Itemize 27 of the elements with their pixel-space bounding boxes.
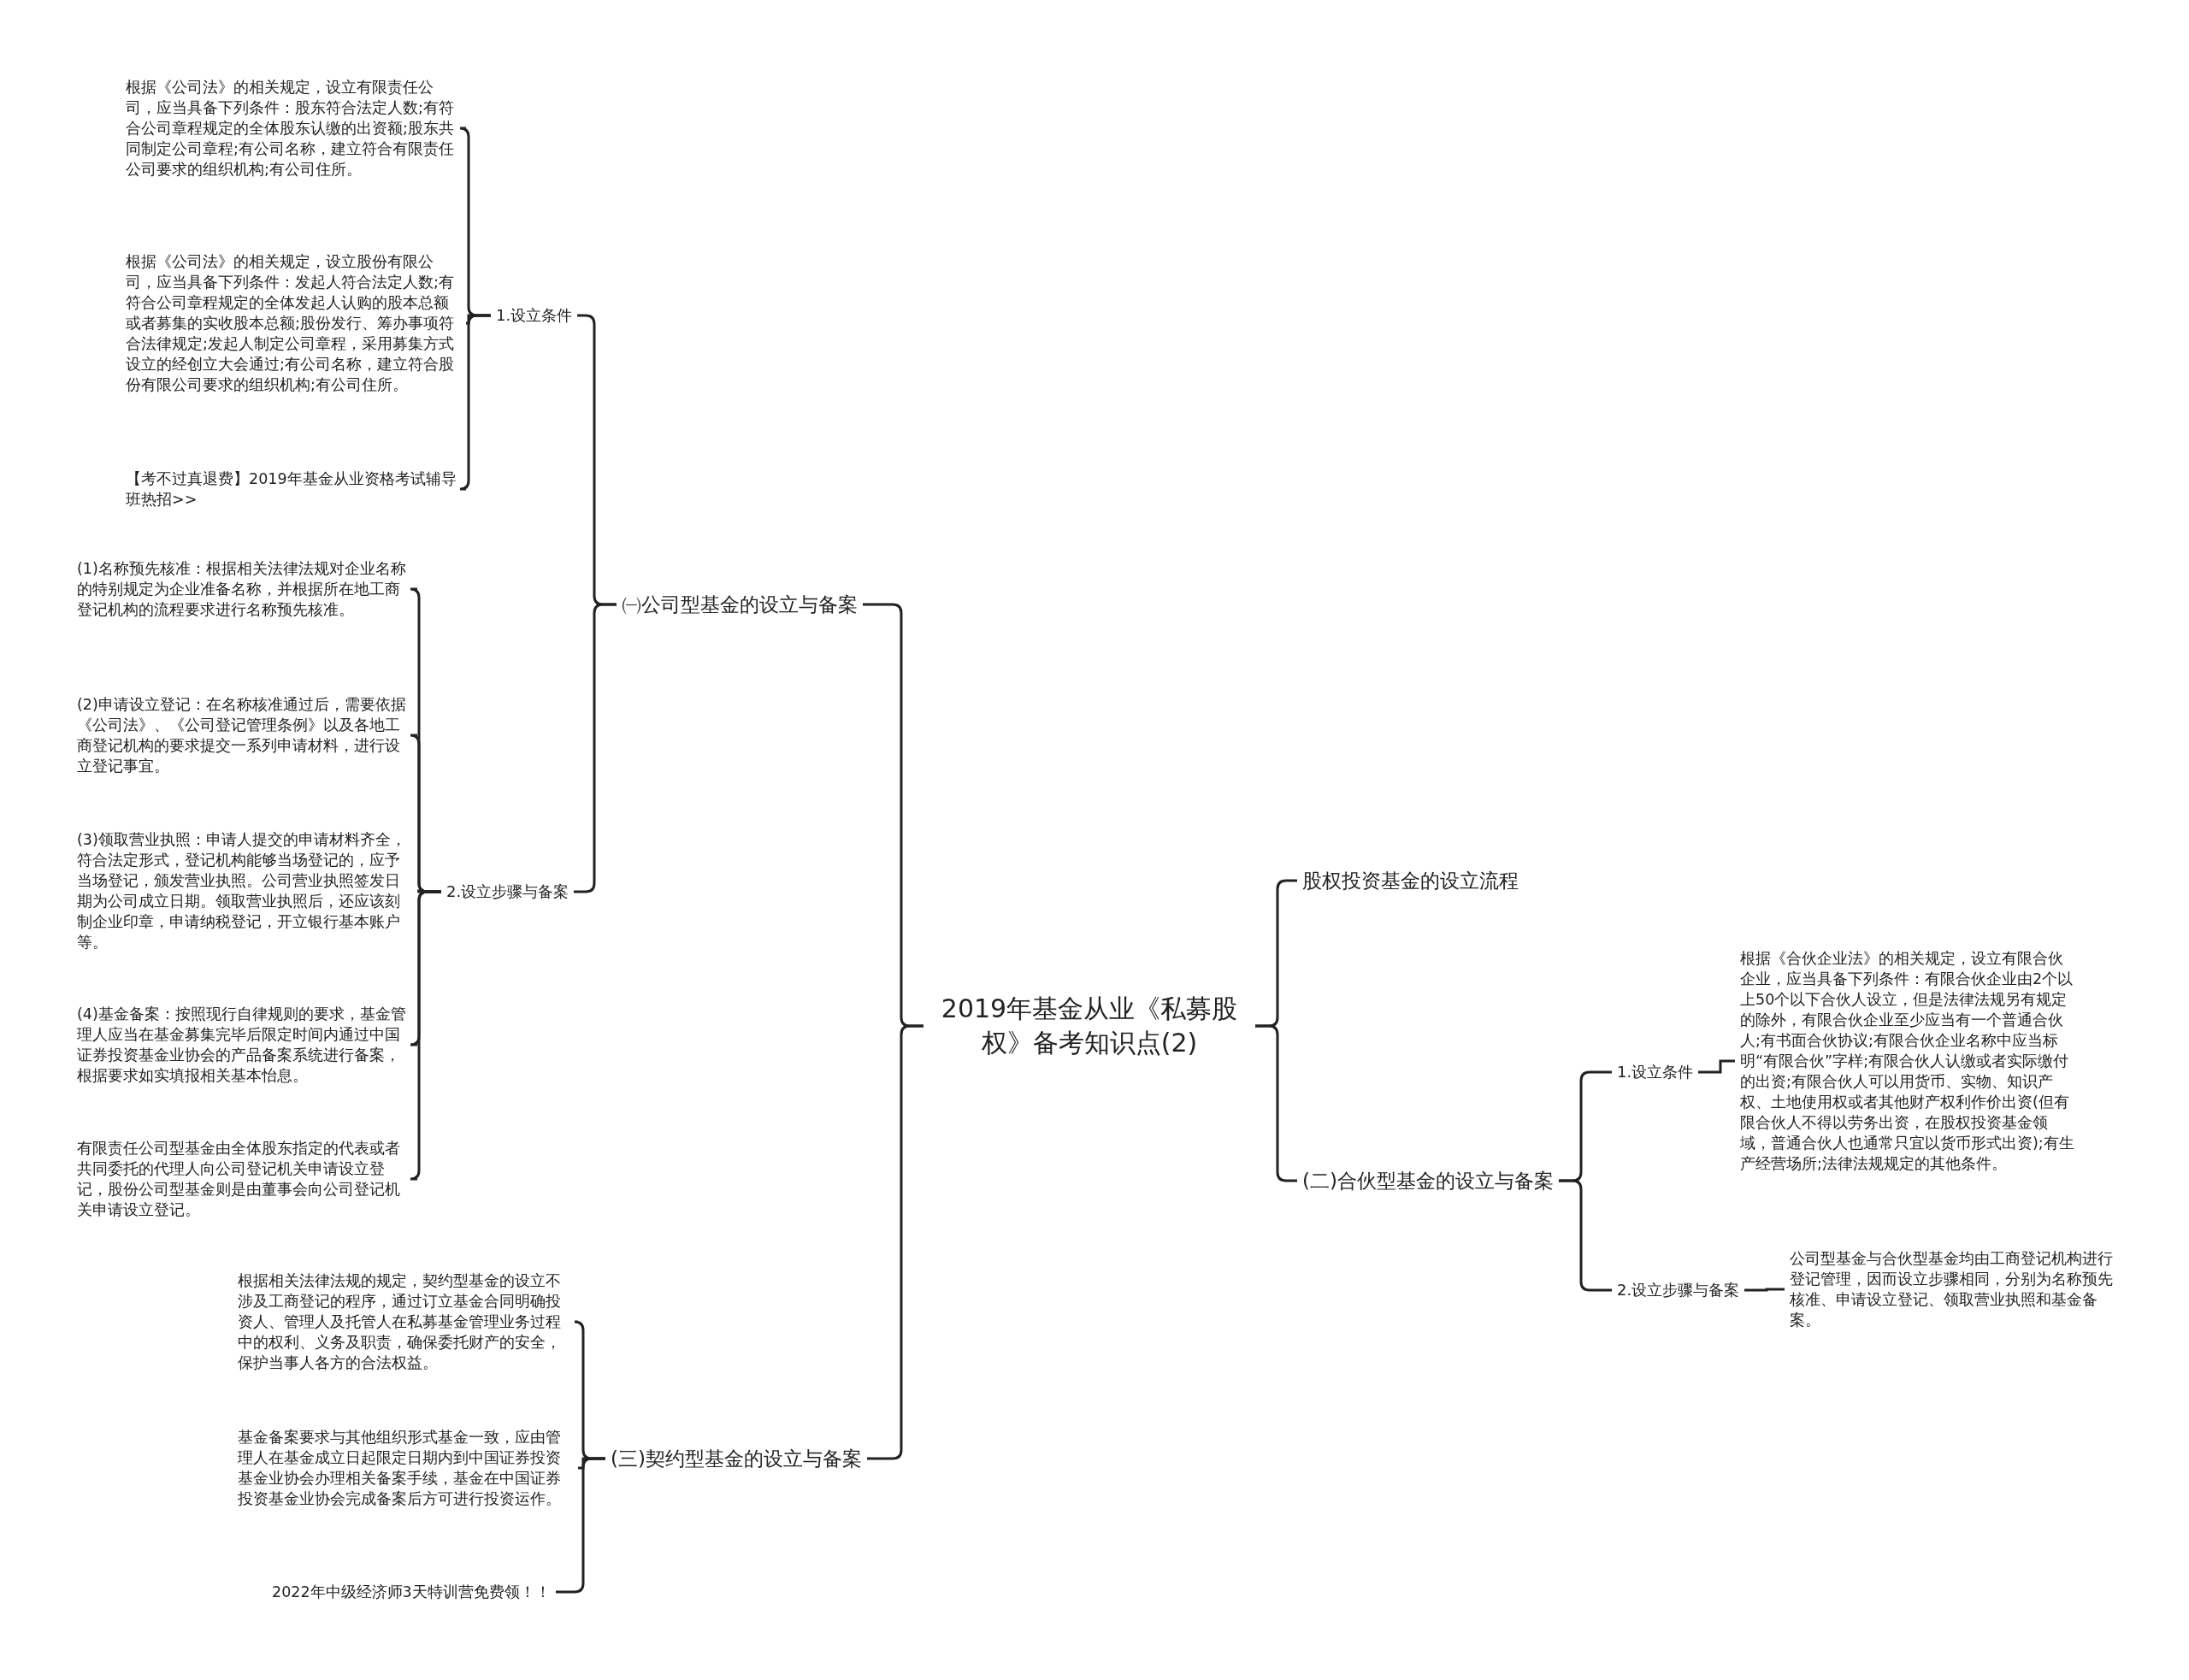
note-text: 2022年中级经济师3天特训营免费领！！ [272,1582,551,1602]
connector-line [458,314,491,491]
subtopic: 1.设立条件 [496,305,573,326]
subtopic: 2.设立步骤与备案 [1617,1280,1740,1300]
branch-topic: 股权投资基金的设立流程 [1302,868,1519,893]
branch-topic: (三)契约型基金的设立与备案 [611,1446,862,1471]
note-text: 根据《合伙企业法》的相关规定，设立有限合伙企业，应当具备下列条件：有限合伙企业由2个以上50个以下合伙人设立，但是法律法规另有规定的除外，有限合伙企业至少应当有一个普通合伙人;有书面合伙协议;有限合伙企业名称中应当标明“有限合伙”字样;有限合伙人认缴或者实际缴付的出资;有限合伙人可以用货币、实物、知识产权、土地使用权或者其他财产权利作价出资(但有限合伙人不得以劳务出资，在股权投资基金领域，普通合伙人也通常只宜以货币形式出资);有生产经营场所;法律法规规定的其他条件。 [1740,948,2075,1174]
note-text: (1)名称预先核准：根据相关法律法规对企业名称的特别规定为企业准备名称，并根据所在地工商登记机构的流程要求进行名称预先核准。 [77,558,412,620]
branch-topic: (二)合伙型基金的设立与备案 [1302,1168,1554,1194]
note-text: 有限责任公司型基金由全体股东指定的代表或者共同委托的代理人向公司登记机关申请设立登记，股份公司型基金则是由董事会向公司登记机关申请设立登记。 [77,1138,412,1220]
note-text: 【考不过真退费】2019年基金从业资格考试辅导班热招>> [126,469,461,510]
note-text: (2)申请设立登记：在名称核准通过后，需要依据《公司法》、《公司登记管理条例》以及各地工商登记机构的要求提交一系列申请材料，进行设立登记事宜。 [77,694,412,776]
note-text: 基金备案要求与其他组织形式基金一致，应由管理人在基金成立日起限定日期内到中国证券投资基金业协会办理相关备案手续，基金在中国证券投资基金业协会完成备案后方可进行投资运作。 [238,1427,573,1509]
note-text: (3)领取营业执照：申请人提交的申请材料齐全，符合法定形式，登记机构能够当场登记的，应予当场登记，颁发营业执照。公司营业执照签发日期为公司成立日期。领取营业执照后，还应该刻制企业印章，申请纳税登记，开立银行基本账户等。 [77,829,412,952]
subtopic: 2.设立步骤与备案 [446,881,569,902]
note-text: 公司型基金与合伙型基金均由工商登记机构进行登记管理，因而设立步骤相同，分别为名称预先核准、申请设立登记、领取营业执照和基金备案。 [1790,1248,2125,1330]
connector-line [1744,1288,1785,1292]
note-text: 根据相关法律法规的规定，契约型基金的设立不涉及工商登记的程序，通过订立基金合同明确投资人、管理人及托管人在私募基金管理业务过程中的权利、义务及职责，确保委托财产的安全，保护当事人各方的合法权益。 [238,1270,573,1373]
subtopic: 1.设立条件 [1617,1062,1694,1082]
note-text: 根据《公司法》的相关规定，设立有限责任公司，应当具备下列条件：股东符合法定人数;有符合公司章程规定的全体股东认缴的出资额;股东共同制定公司章程;有公司名称，建立符合有限责任公司要求的组织机构;有公司住所。 [126,77,461,180]
connector-line [1698,1059,1735,1074]
connector-line [867,1024,923,1460]
note-text: 根据《公司法》的相关规定，设立股份有限公司，应当具备下列条件：发起人符合法定人数;有符合公司章程规定的全体发起人认购的股本总额或者募集的实收股本总额;股份发行、筹办事项符合法律规定;发起人制定公司章程，采用募集方式设立的经创立大会通过;有公司名称，建立符合股份有限公司要求的组织机构;有公司住所。 [126,251,461,395]
note-text: (4)基金备案：按照现行自律规则的要求，基金管理人应当在基金募集完毕后限定时间内通过中国证券投资基金业协会的产品备案系统进行备案，根据要求如实填报相关基本怡息。 [77,1004,412,1086]
connector-line [1559,1179,1612,1292]
central-topic: 2019年基金从业《私募股权》备考知识点(2) [929,992,1250,1060]
branch-topic: ㈠公司型基金的设立与备案 [622,592,858,617]
